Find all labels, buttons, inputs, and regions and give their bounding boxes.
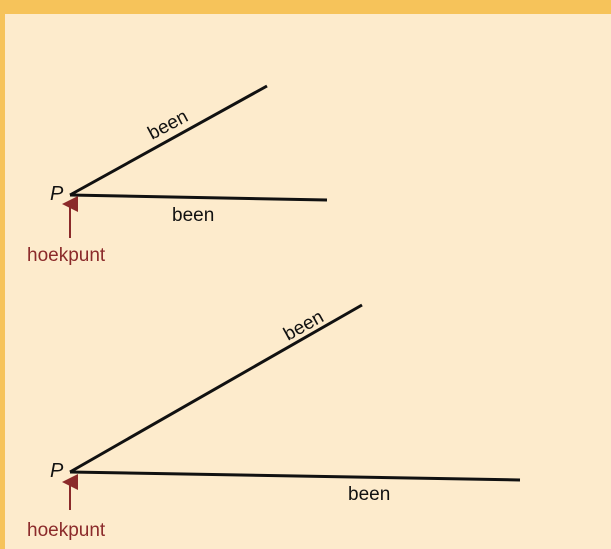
upper-arm-line (69, 303, 363, 474)
vertex-caption: hoekpunt (27, 245, 106, 266)
angle-figure-2: P been been hoekpunt (27, 303, 521, 541)
lower-arm-line (69, 470, 521, 482)
upper-arm-line (69, 84, 268, 197)
top-border-band (0, 0, 611, 14)
vertex-caption: hoekpunt (27, 520, 106, 541)
angle-figure-1: P been been hoekpunt (27, 84, 328, 266)
upper-arm-label: been (144, 106, 191, 144)
lower-arm-label: been (172, 205, 214, 226)
vertex-label: P (50, 183, 64, 205)
left-border-band (0, 0, 5, 549)
vertex-label: P (50, 460, 64, 482)
lower-arm-label: been (348, 484, 390, 505)
lower-arm-line (69, 193, 328, 202)
